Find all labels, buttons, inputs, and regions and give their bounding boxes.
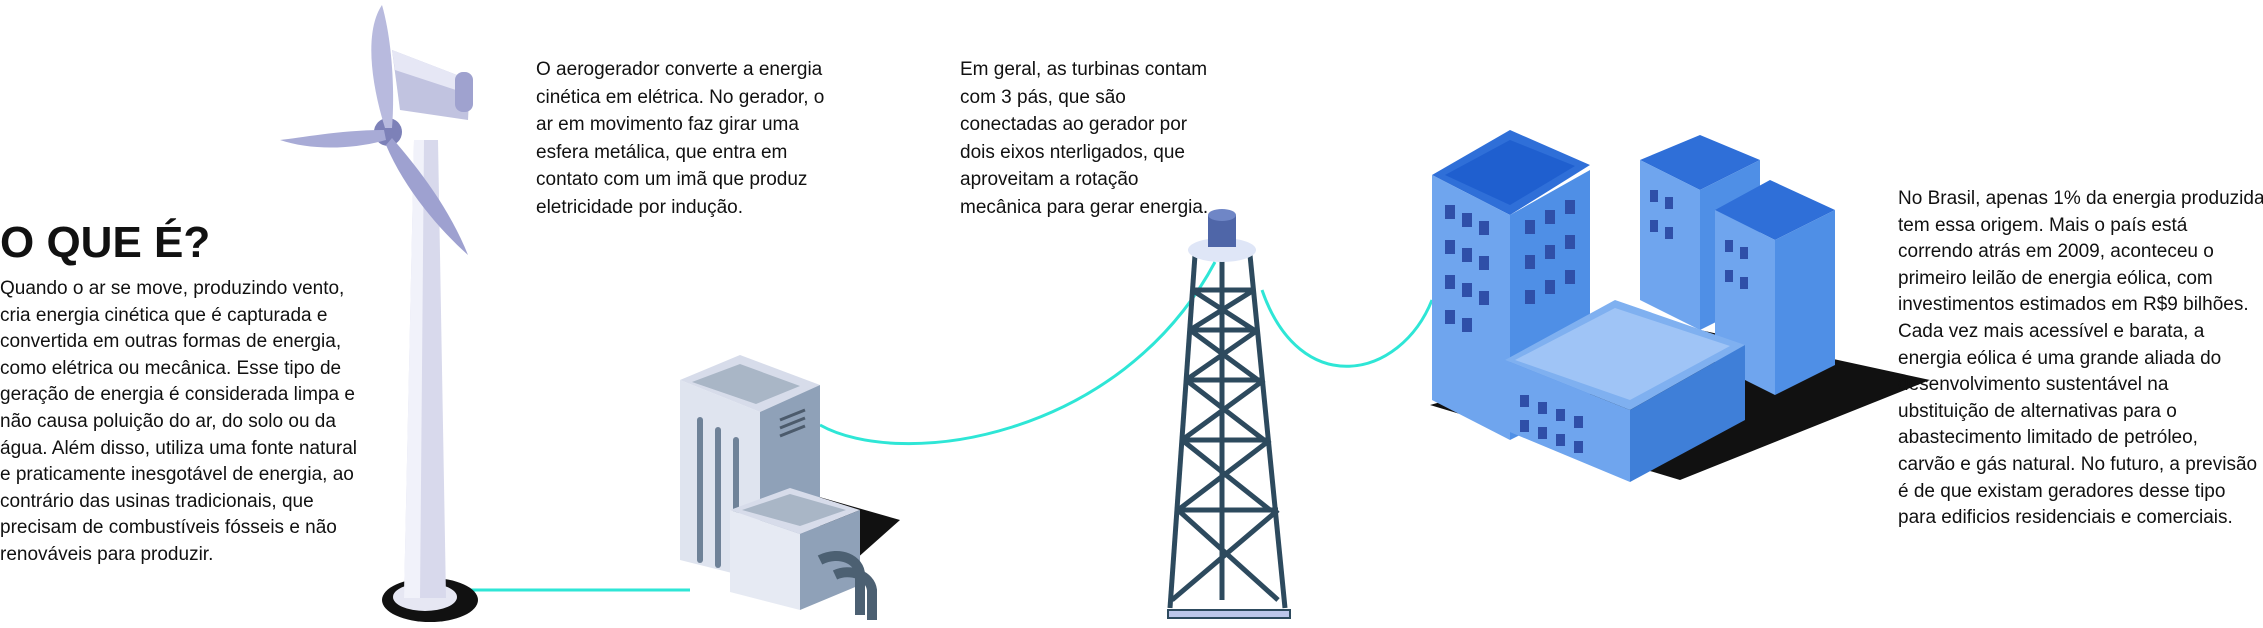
text-line: cinética em elétrica. No gerador, o xyxy=(536,86,825,108)
text-line: energia eólica é uma grande aliada do xyxy=(1898,347,2222,369)
page-title: O QUE É? xyxy=(0,218,211,267)
text-line: desenvolvimento sustentável na xyxy=(1898,374,2169,396)
text-line: correndo atrás em 2009, aconteceu o xyxy=(1898,241,2214,263)
text-line: Em geral, as turbinas contam xyxy=(960,59,1208,80)
intro-paragraph: Quando o ar se move, produzindo vento, c… xyxy=(0,276,410,569)
text-line: primeiro leilão de energia eólica, com xyxy=(1898,267,2213,289)
text-line: abastecimento limitado de petróleo, xyxy=(1898,427,2198,449)
text-line: contrário das usinas tradicionais, que xyxy=(0,490,314,512)
text-line: e praticamente inesgotável de energia, a… xyxy=(0,464,354,486)
text-line: com 3 pás, que são xyxy=(960,86,1126,108)
text-line: tem essa origem. Mais o país está xyxy=(1898,214,2188,236)
text-line: convertida em outras formas de energia, xyxy=(0,331,342,353)
text-line: contato com um imã que produz xyxy=(536,169,808,190)
text-line: dois eixos nterligados, que xyxy=(960,141,1185,163)
turbine-paragraph: Em geral, as turbinas contam com 3 pás, … xyxy=(960,56,1260,221)
city-buildings xyxy=(1430,130,1930,482)
text-line: conectadas ao gerador por xyxy=(960,114,1188,135)
power-wires xyxy=(440,261,1434,592)
text-line: é de que existam geradores desse tipo xyxy=(1898,480,2226,502)
text-line: investimentos estimados em R$9 bilhões. xyxy=(1898,294,2249,316)
text-line: cria energia cinética que é capturada e xyxy=(0,304,328,326)
text-line: renováveis para produzir. xyxy=(0,543,214,565)
text-line: aproveitam a rotação xyxy=(960,169,1139,190)
text-line: eletricidade por indução. xyxy=(536,196,744,218)
text-line: não causa poluição do ar, do solo ou da xyxy=(0,410,336,432)
text-line: esfera metálica, que entra em xyxy=(536,141,788,163)
text-line: geração de energia é considerada limpa e xyxy=(0,384,355,406)
text-line: Cada vez mais acessível e barata, a xyxy=(1898,320,2205,342)
text-line: O aerogerador converte a energia xyxy=(536,59,823,80)
text-line: água. Além disso, utiliza uma fonte natu… xyxy=(0,437,357,459)
text-line: Quando o ar se move, produzindo vento, xyxy=(0,278,345,299)
text-line: ar em movimento faz girar uma xyxy=(536,114,799,135)
text-line: para edificios residenciais e comerciais… xyxy=(1898,507,2233,529)
text-line: mecânica para gerar energia. xyxy=(960,196,1209,218)
brasil-paragraph: No Brasil, apenas 1% da energia produzid… xyxy=(1898,186,2263,532)
text-line: como elétrica ou mecânica. Esse tipo de xyxy=(0,357,342,379)
generator-building xyxy=(680,355,900,620)
transmission-tower xyxy=(1167,209,1291,619)
wind-turbine xyxy=(280,5,478,622)
generator-paragraph: O aerogerador converte a energia cinétic… xyxy=(536,56,866,221)
text-line: No Brasil, apenas 1% da energia produzid… xyxy=(1898,188,2263,209)
text-line: ubstituição de alternativas para o xyxy=(1898,400,2177,422)
text-line: precisam de combustíveis fósseis e não xyxy=(0,517,337,539)
text-line: carvão e gás natural. No futuro, a previ… xyxy=(1898,453,2258,475)
